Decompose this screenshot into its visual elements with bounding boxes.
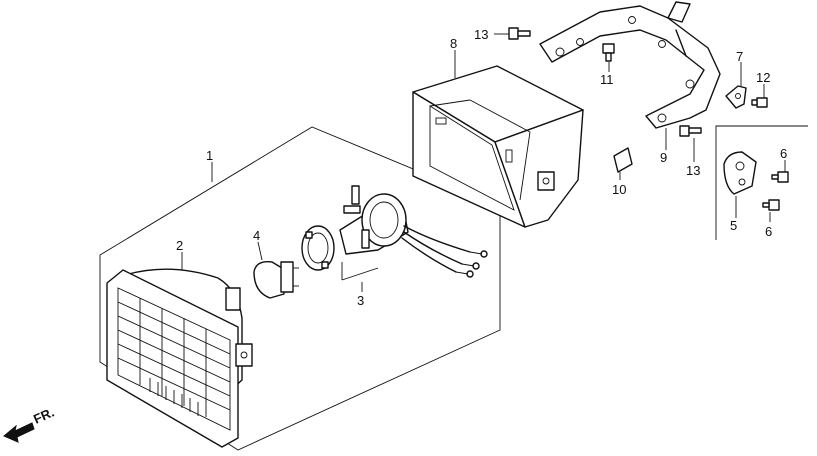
- screw-6-lower: [762, 199, 780, 211]
- leader-lines: [181, 33, 786, 292]
- callout-8: 8: [450, 36, 457, 51]
- bolt-13-upper: [508, 27, 531, 40]
- callout-11: 11: [600, 72, 614, 87]
- callout-5: 5: [730, 218, 737, 233]
- headlight-case: [412, 65, 584, 228]
- callout-4: 4: [253, 228, 260, 243]
- callout-10: 10: [612, 182, 626, 197]
- stay-7: [725, 85, 747, 109]
- callout-labels: 1 2 3 4 5 6 6 7 8 9 10 11 12 13 13: [176, 27, 787, 308]
- callout-3: 3: [357, 293, 364, 308]
- assembly-outline-1: [99, 126, 501, 451]
- front-arrow-icon: [3, 422, 35, 443]
- bolt-11: [602, 43, 615, 62]
- callout-6-lower: 6: [765, 224, 772, 239]
- headlight-unit: [106, 268, 253, 448]
- subassembly-outline: [715, 125, 808, 240]
- callout-13-lower: 13: [686, 163, 700, 178]
- headlight-bracket: [539, 1, 721, 129]
- cushion-10: [613, 147, 633, 173]
- callout-1: 1: [206, 148, 213, 163]
- front-direction-indicator: FR.: [3, 405, 56, 443]
- screw-6-upper: [771, 171, 789, 183]
- callout-6-upper: 6: [780, 146, 787, 161]
- callout-13-upper: 13: [474, 27, 488, 42]
- callout-2: 2: [176, 238, 183, 253]
- front-direction-label: FR.: [31, 405, 56, 427]
- bolt-13-lower: [679, 125, 702, 137]
- bulb-socket: [301, 185, 488, 278]
- callout-7: 7: [736, 49, 743, 64]
- headlight-bulb: [253, 261, 299, 299]
- callout-9: 9: [660, 150, 667, 165]
- callout-12: 12: [756, 70, 770, 85]
- bolt-12: [751, 97, 768, 108]
- adjuster-5: [723, 151, 757, 195]
